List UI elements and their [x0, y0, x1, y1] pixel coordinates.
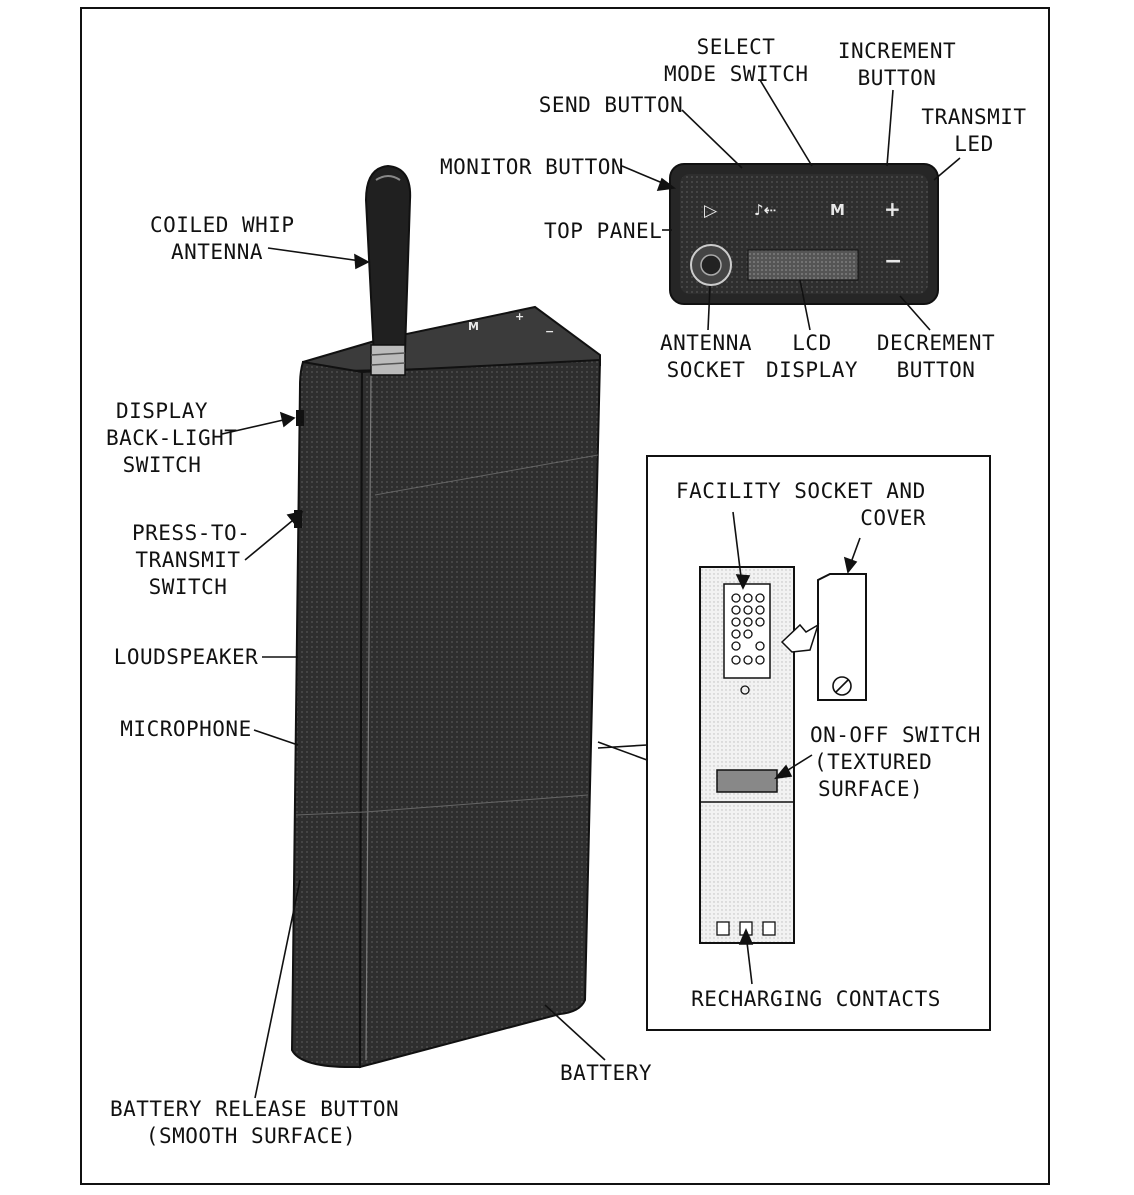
label-top-panel: TOP PANEL: [544, 219, 663, 243]
decrement-button-glyph: −: [884, 249, 902, 274]
label-decrement-button: DECREMENT BUTTON: [876, 331, 996, 382]
inset-box: [646, 455, 991, 1031]
radio-side-view: [699, 566, 795, 944]
label-transmit-led: TRANSMIT LED: [921, 105, 1027, 156]
label-facility-socket-cover: FACILITY SOCKET AND COVER: [676, 479, 926, 530]
label-on-off-switch: ON-OFF SWITCH (TEXTURED SURFACE): [810, 723, 981, 801]
recharging-contact-3: [762, 921, 776, 936]
label-send-button: SEND BUTTON: [538, 93, 684, 117]
label-increment-button: INCREMENT BUTTON: [837, 39, 957, 90]
label-recharging-contacts: RECHARGING CONTACTS: [691, 987, 941, 1011]
label-press-to-transmit-switch: PRESS-TO- TRANSMIT SWITCH: [132, 521, 251, 599]
label-select-mode-switch: SELECT MODE SWITCH: [664, 35, 809, 86]
facility-socket-cover: [780, 573, 867, 701]
radio-body: M + −: [290, 305, 602, 1069]
label-antenna-socket: ANTENNA SOCKET: [659, 331, 752, 382]
monitor-button-glyph: ▷: [704, 201, 718, 221]
send-button-glyph: ♪⇠: [754, 201, 776, 219]
label-display-backlight-switch: DISPLAY BACK-LIGHT SWITCH: [106, 399, 238, 477]
label-lcd-display: LCD DISPLAY: [765, 331, 858, 382]
lcd-display: [747, 249, 859, 281]
label-coiled-whip-antenna: COILED WHIP ANTENNA: [150, 213, 295, 264]
label-monitor-button: MONITOR BUTTON: [440, 155, 625, 179]
top-panel-detail: ▷ ♪⇠ M + −: [669, 163, 939, 305]
leader-lines: [221, 79, 961, 1099]
recharging-contact-1: [716, 921, 730, 936]
mode-button-glyph: M: [830, 201, 845, 219]
increment-button-glyph: +: [884, 197, 901, 221]
label-battery-release-button: BATTERY RELEASE BUTTON (SMOOTH SURFACE): [110, 1097, 400, 1148]
label-microphone: MICROPHONE: [120, 717, 252, 741]
svg-text:−: −: [545, 325, 554, 338]
on-off-switch: [716, 769, 778, 793]
coiled-whip-antenna: [364, 164, 412, 376]
label-battery: BATTERY: [559, 1061, 652, 1085]
svg-text:M: M: [468, 320, 479, 333]
label-loudspeaker: LOUDSPEAKER: [113, 645, 259, 669]
svg-text:+: +: [515, 310, 524, 323]
